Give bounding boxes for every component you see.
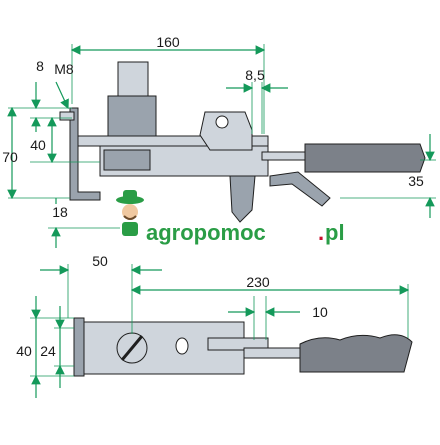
dim-label-40-bottom: 40 [16,343,32,359]
dim-line-m8 [55,81,69,110]
rod [243,347,305,359]
dim-label-35: 35 [408,173,424,189]
cam-plate [199,111,253,151]
dim-label-160: 160 [156,34,180,50]
dim-label-50: 50 [92,253,108,269]
dim-label-18: 18 [52,204,68,220]
slide-bar [207,337,269,351]
dim-label-70: 70 [2,149,18,165]
dim-label-m8: M8 [54,61,74,77]
dim-label-10: 10 [312,304,328,320]
mounting-bracket [69,107,101,201]
dim-label-40: 40 [30,137,46,153]
secondary-lever [269,171,331,207]
watermark: agropomoc . pl [116,190,345,245]
watermark-text: agropomoc [146,220,266,245]
cam-hole [215,115,229,129]
bolt-slot [120,335,144,361]
watermark-dot: . [318,220,324,245]
hook [229,175,256,223]
dim-label-8: 8 [36,58,44,74]
dim-label-24: 24 [40,343,56,359]
side-plate [73,317,85,377]
watermark-tld: pl [325,220,345,245]
bottom-view-part [73,317,413,377]
spring-block [103,149,151,171]
bottom-dimensions: 50 230 10 40 24 [16,253,410,398]
top-dimensions: 160 8,5 8 M8 40 70 35 18 [2,34,436,248]
dim-label-230: 230 [246,274,270,290]
dim-label-8-5: 8,5 [245,67,265,83]
handle-grip [304,143,426,173]
farmer-logo [116,190,144,236]
upper-pin [117,61,149,97]
grip [299,334,413,373]
plate-hole [175,337,189,355]
m8-bolt [59,111,75,121]
top-view-part [59,61,426,223]
upper-block [107,95,157,137]
